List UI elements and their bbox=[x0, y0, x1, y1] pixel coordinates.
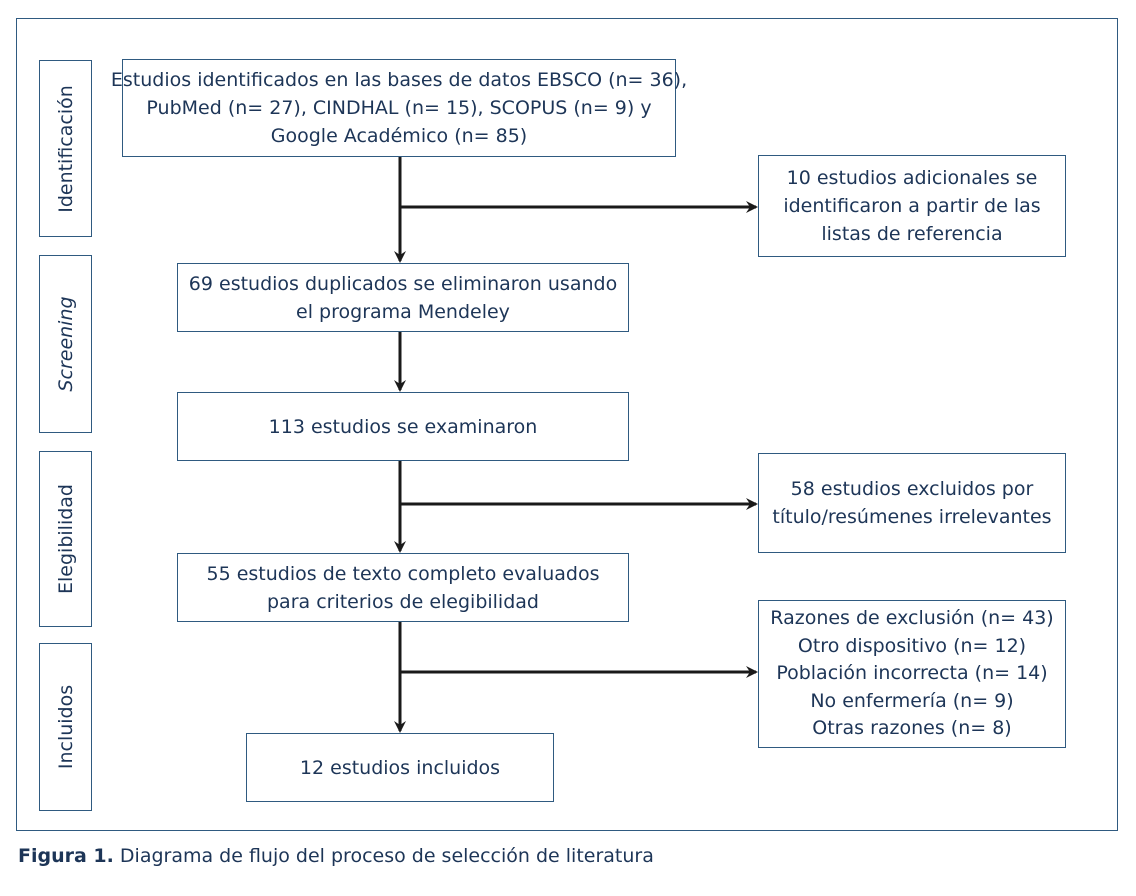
box-additional-line-1: 10 estudios adicionales se bbox=[786, 167, 1038, 189]
box-examined-line-1: 113 estudios se examinaron bbox=[268, 415, 538, 438]
figure-frame bbox=[16, 18, 1118, 831]
box-reasons: Razones de exclusión (n= 43) Otro dispos… bbox=[758, 600, 1066, 748]
box-identified-line-1: Estudios identificados en las bases de d… bbox=[110, 69, 688, 91]
stage-incluidos: Incluidos bbox=[39, 643, 92, 811]
stage-screening: Screening bbox=[39, 255, 92, 433]
figure-caption-text: Diagrama de flujo del proceso de selecci… bbox=[113, 845, 654, 867]
figure-caption-label: Figura 1. bbox=[18, 845, 114, 867]
box-duplicates-line-2: el programa Mendeley bbox=[296, 300, 510, 323]
box-fulltext-line-2: para criterios de elegibilidad bbox=[267, 590, 539, 613]
figure-caption: Figura 1. Diagrama de flujo del proceso … bbox=[18, 845, 654, 867]
box-reasons-line-3: Población incorrecta (n= 14) bbox=[776, 662, 1048, 685]
box-duplicates-line-1: 69 estudios duplicados se eliminaron usa… bbox=[188, 272, 618, 295]
box-excluded: 58 estudios excluidos por título/resúmen… bbox=[758, 453, 1066, 553]
box-identified-line-2: PubMed (n= 27), CINDHAL (n= 15), SCOPUS … bbox=[146, 97, 652, 119]
box-additional: 10 estudios adicionales se identificaron… bbox=[758, 155, 1066, 257]
box-duplicates: 69 estudios duplicados se eliminaron usa… bbox=[177, 263, 629, 332]
box-fulltext: 55 estudios de texto completo evaluados … bbox=[177, 553, 629, 622]
box-excluded-line-1: 58 estudios excluidos por bbox=[790, 478, 1034, 500]
box-included: 12 estudios incluidos bbox=[246, 733, 554, 802]
stage-elegibilidad: Elegibilidad bbox=[39, 451, 92, 627]
box-reasons-line-1: Razones de exclusión (n= 43) bbox=[770, 607, 1054, 630]
box-identified-line-3: Google Académico (n= 85) bbox=[270, 125, 528, 147]
box-included-line-1: 12 estudios incluidos bbox=[299, 756, 501, 779]
box-excluded-line-2: título/resúmenes irrelevantes bbox=[772, 506, 1052, 528]
box-examined: 113 estudios se examinaron bbox=[177, 392, 629, 461]
box-reasons-line-5: Otras razones (n= 8) bbox=[812, 717, 1012, 740]
box-reasons-line-4: No enfermería (n= 9) bbox=[810, 689, 1014, 712]
box-additional-line-3: listas de referencia bbox=[821, 223, 1003, 245]
box-additional-line-2: identificaron a partir de las bbox=[783, 195, 1041, 217]
stage-identificacion: Identificación bbox=[39, 60, 92, 237]
box-reasons-line-2: Otro dispositivo (n= 12) bbox=[797, 634, 1027, 657]
box-identified: Estudios identificados en las bases de d… bbox=[111, 59, 687, 157]
box-fulltext-line-1: 55 estudios de texto completo evaluados bbox=[206, 562, 600, 585]
